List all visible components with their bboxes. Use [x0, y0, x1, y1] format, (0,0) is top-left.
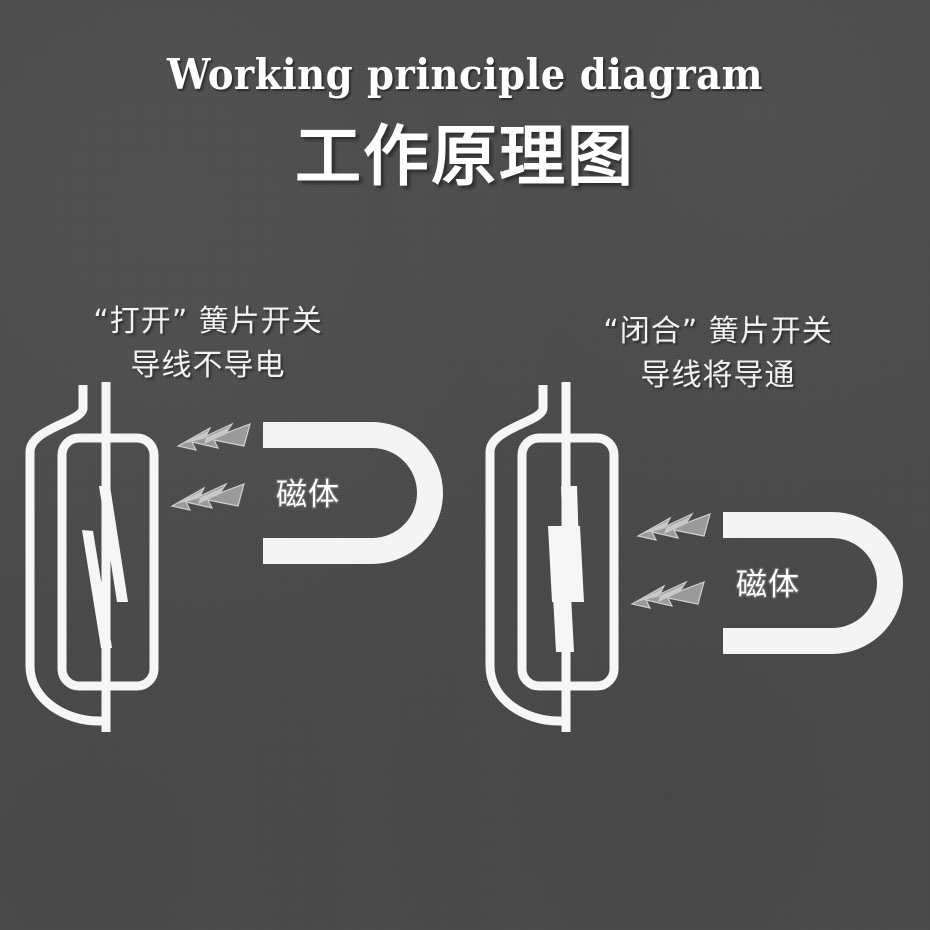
- horseshoe-magnet-icon: 磁体: [263, 422, 443, 564]
- horseshoe-magnet-icon: 磁体: [723, 512, 903, 654]
- reed-switch-icon: [25, 382, 159, 732]
- reed-blade-lower: [82, 530, 112, 648]
- caption-open-line2: 导线不导电: [130, 348, 286, 383]
- page-title-chinese: 工作原理图: [295, 118, 635, 195]
- caption-closed-line1: “闭合” 簧片开关: [603, 314, 833, 349]
- reed-blade-lower: [552, 576, 574, 652]
- lightning-bolt-icon: [176, 422, 251, 451]
- reed-switch-icon: [485, 382, 619, 732]
- panel-closed-switch: 磁体: [460, 380, 930, 760]
- magnet-label: 磁体: [276, 477, 340, 513]
- caption-closed-line2: 导线将导通: [640, 358, 796, 393]
- lightning-bolt-icon: [170, 482, 245, 511]
- page-title-english: Working principle diagram: [166, 50, 764, 99]
- caption-closed-switch: “闭合” 簧片开关 导线将导通: [558, 310, 878, 398]
- caption-open-line1: “打开” 簧片开关: [93, 304, 323, 339]
- caption-open-switch: “打开” 簧片开关 导线不导电: [48, 300, 368, 388]
- lightning-bolt-icon: [636, 512, 711, 541]
- reed-blade-upper: [99, 486, 128, 602]
- lightning-bolt-icon: [630, 580, 705, 609]
- magnet-label: 磁体: [736, 567, 800, 603]
- panel-open-switch: 磁体: [0, 380, 470, 760]
